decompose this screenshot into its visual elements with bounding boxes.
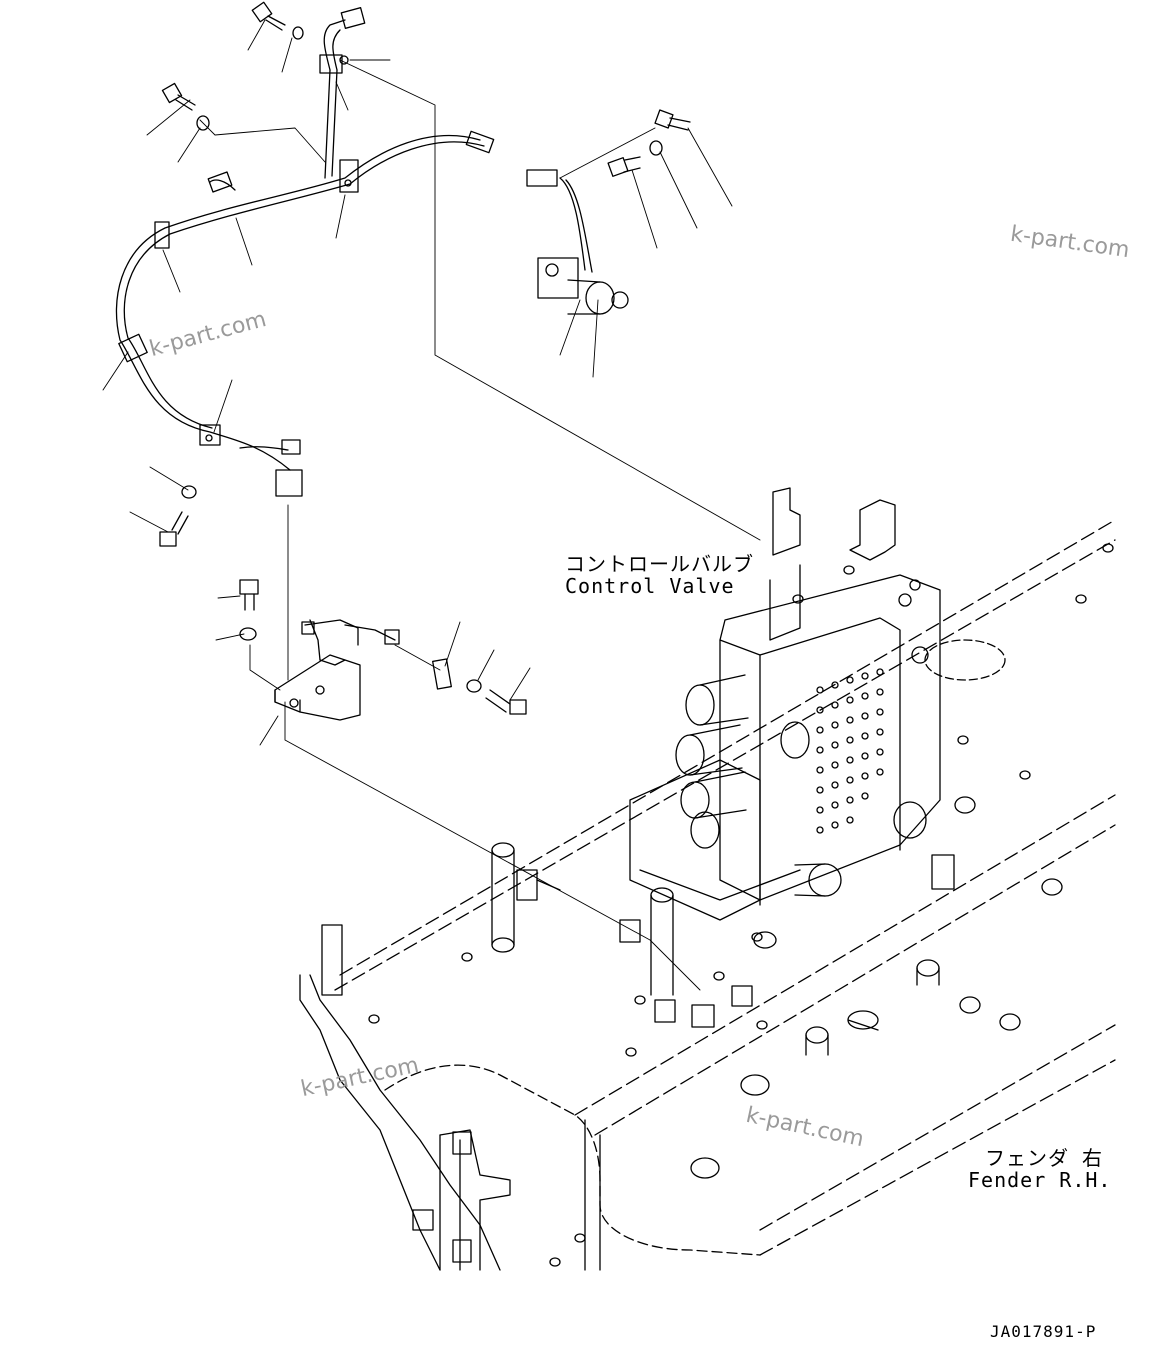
fasteners (159, 1, 691, 715)
frame (299, 519, 1116, 1271)
fender-label-jp: フェンダ 右 (985, 1146, 1104, 1170)
fender-label-en: Fender R.H. (968, 1168, 1112, 1192)
bosses (321, 796, 1063, 1263)
frame-holes (368, 543, 1114, 1267)
control-valve (629, 487, 1006, 921)
bracket (274, 619, 400, 721)
leader-lines (102, 19, 761, 991)
solenoid (537, 257, 629, 315)
control-valve-label-en: Control Valve (565, 574, 735, 598)
valve-ports (816, 668, 884, 834)
wire-harness (115, 7, 593, 497)
drawing-number: JA017891-P (990, 1322, 1097, 1341)
valve-spools (675, 674, 927, 897)
control-valve-label-jp: コントロールバルブ (565, 552, 754, 576)
